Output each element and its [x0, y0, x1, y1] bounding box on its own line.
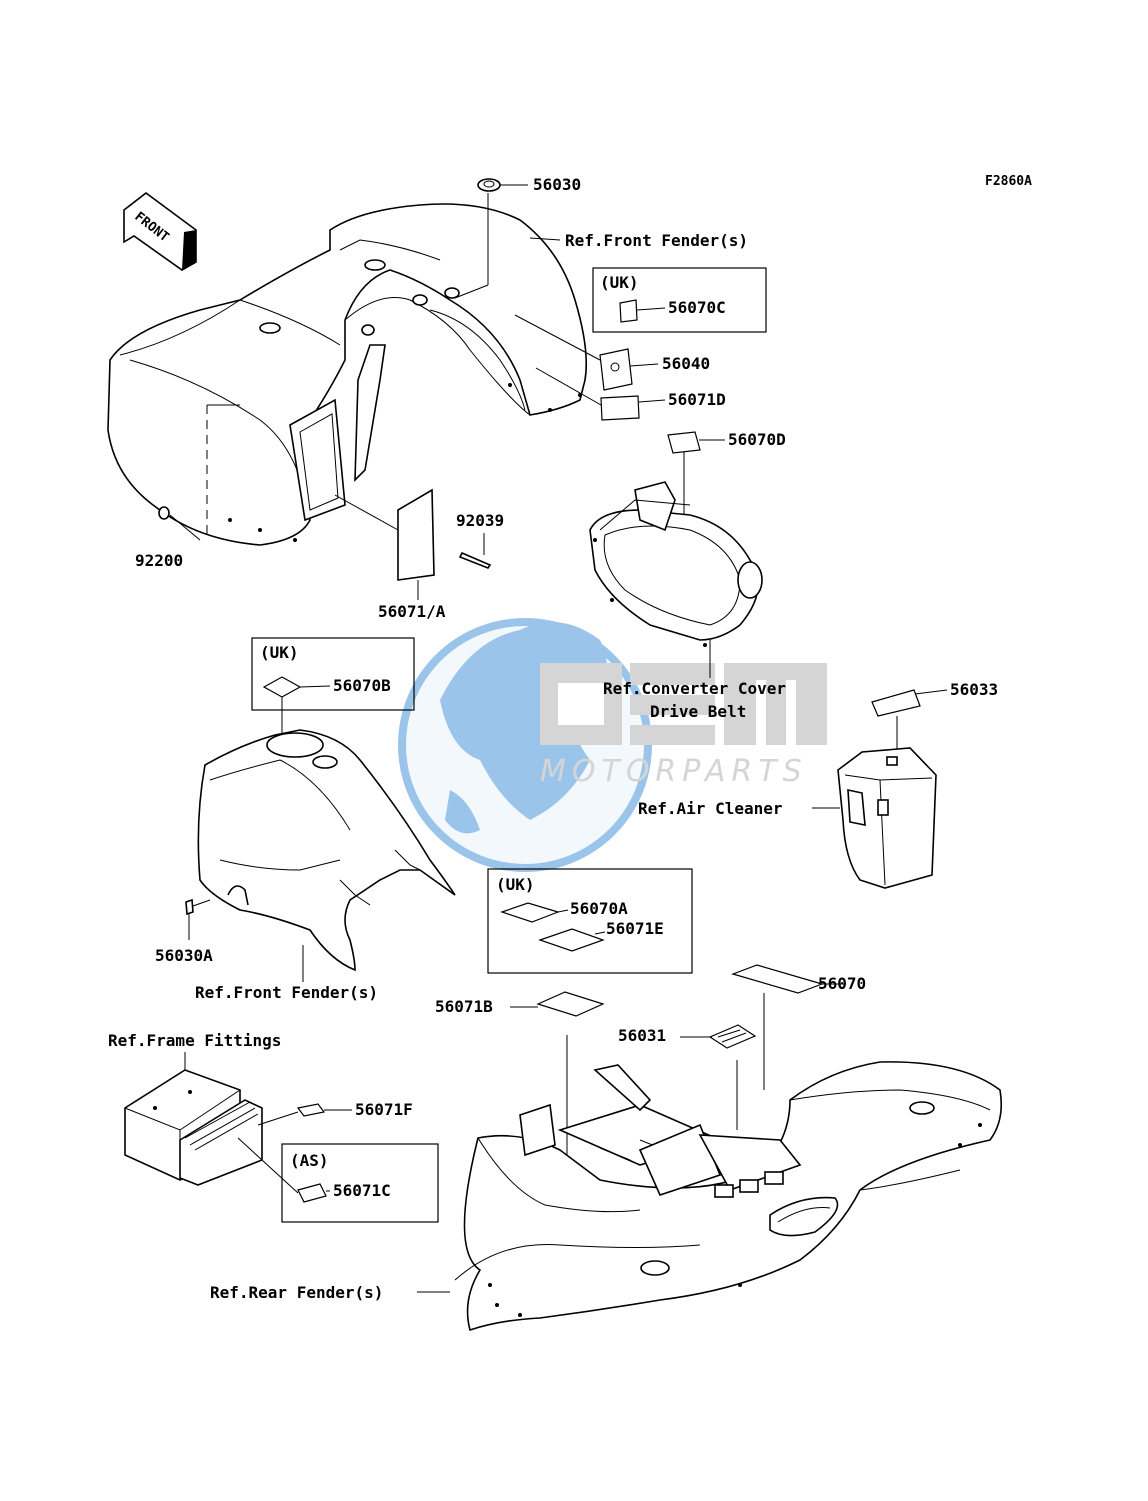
part-56071F-label: [296, 1103, 326, 1117]
part-number-56071D: 56071D: [668, 390, 726, 409]
part-56071D-label: [600, 395, 640, 421]
figure-code: F2860A: [985, 174, 1032, 189]
part-56030A-clip: [185, 898, 194, 916]
part-number-56071A: 56071/A: [378, 602, 446, 621]
frame-fittings-battery-box: [124, 1069, 263, 1186]
part-number-56070A: 56070A: [570, 899, 628, 918]
converter-cover: [589, 481, 763, 647]
part-number-56071F: 56071F: [355, 1100, 413, 1119]
ref-frame-fittings: Ref.Frame Fittings: [108, 1031, 281, 1050]
ref-converter-cover-line1: Ref.Converter Cover: [603, 679, 786, 698]
front-arrow-icon: FRONT: [123, 191, 197, 271]
uk-label-top: (UK): [600, 273, 639, 292]
ref-front-fender-bottom: Ref.Front Fender(s): [195, 983, 378, 1002]
uk-box-56070A: [487, 868, 693, 974]
part-number-56033: 56033: [950, 680, 998, 699]
watermark-subtitle: MOTORPARTS: [540, 754, 808, 789]
part-number-92200: 92200: [135, 551, 183, 570]
part-number-92039: 92039: [456, 511, 504, 530]
front-fender-top: [107, 203, 587, 546]
part-number-56071E: 56071E: [606, 919, 664, 938]
part-56070D-label: [667, 431, 701, 454]
front-fender-bottom: [197, 729, 456, 972]
as-label: (AS): [290, 1151, 329, 1170]
part-number-56071B: 56071B: [435, 997, 493, 1016]
part-56071A-label: [397, 488, 435, 581]
part-number-56071C: 56071C: [333, 1181, 391, 1200]
part-number-56070D: 56070D: [728, 430, 786, 449]
ref-air-cleaner: Ref.Air Cleaner: [638, 799, 783, 818]
air-cleaner: [837, 747, 937, 889]
uk-box-56070C: [592, 267, 767, 333]
uk-box-56070B: [251, 637, 415, 711]
part-number-56040: 56040: [662, 354, 710, 373]
part-56040-label: [599, 348, 633, 391]
part-92200-clip: [158, 506, 170, 520]
watermark-logo: MOTORPARTS: [398, 618, 827, 872]
part-56033-label: [871, 689, 921, 717]
part-92039-rivet: [458, 551, 492, 569]
part-number-56031: 56031: [618, 1026, 666, 1045]
ref-front-fender-top: Ref.Front Fender(s): [565, 231, 748, 250]
ref-converter-cover-line2: Drive Belt: [650, 702, 746, 721]
uk-label-56070B: (UK): [260, 643, 299, 662]
rear-fender: [454, 1061, 1003, 1332]
part-number-56070C: 56070C: [668, 298, 726, 317]
part-56071B-label: [536, 991, 605, 1017]
part-56031-label: [708, 1024, 757, 1049]
as-box-56071C: [281, 1143, 439, 1223]
part-number-56030A: 56030A: [155, 946, 213, 965]
part-number-56030: 56030: [533, 175, 581, 194]
ref-rear-fender: Ref.Rear Fender(s): [210, 1283, 383, 1302]
uk-label-56070A: (UK): [496, 875, 535, 894]
part-number-56070: 56070: [818, 974, 866, 993]
part-56070-label: [731, 964, 824, 994]
part-number-56070B: 56070B: [333, 676, 391, 695]
